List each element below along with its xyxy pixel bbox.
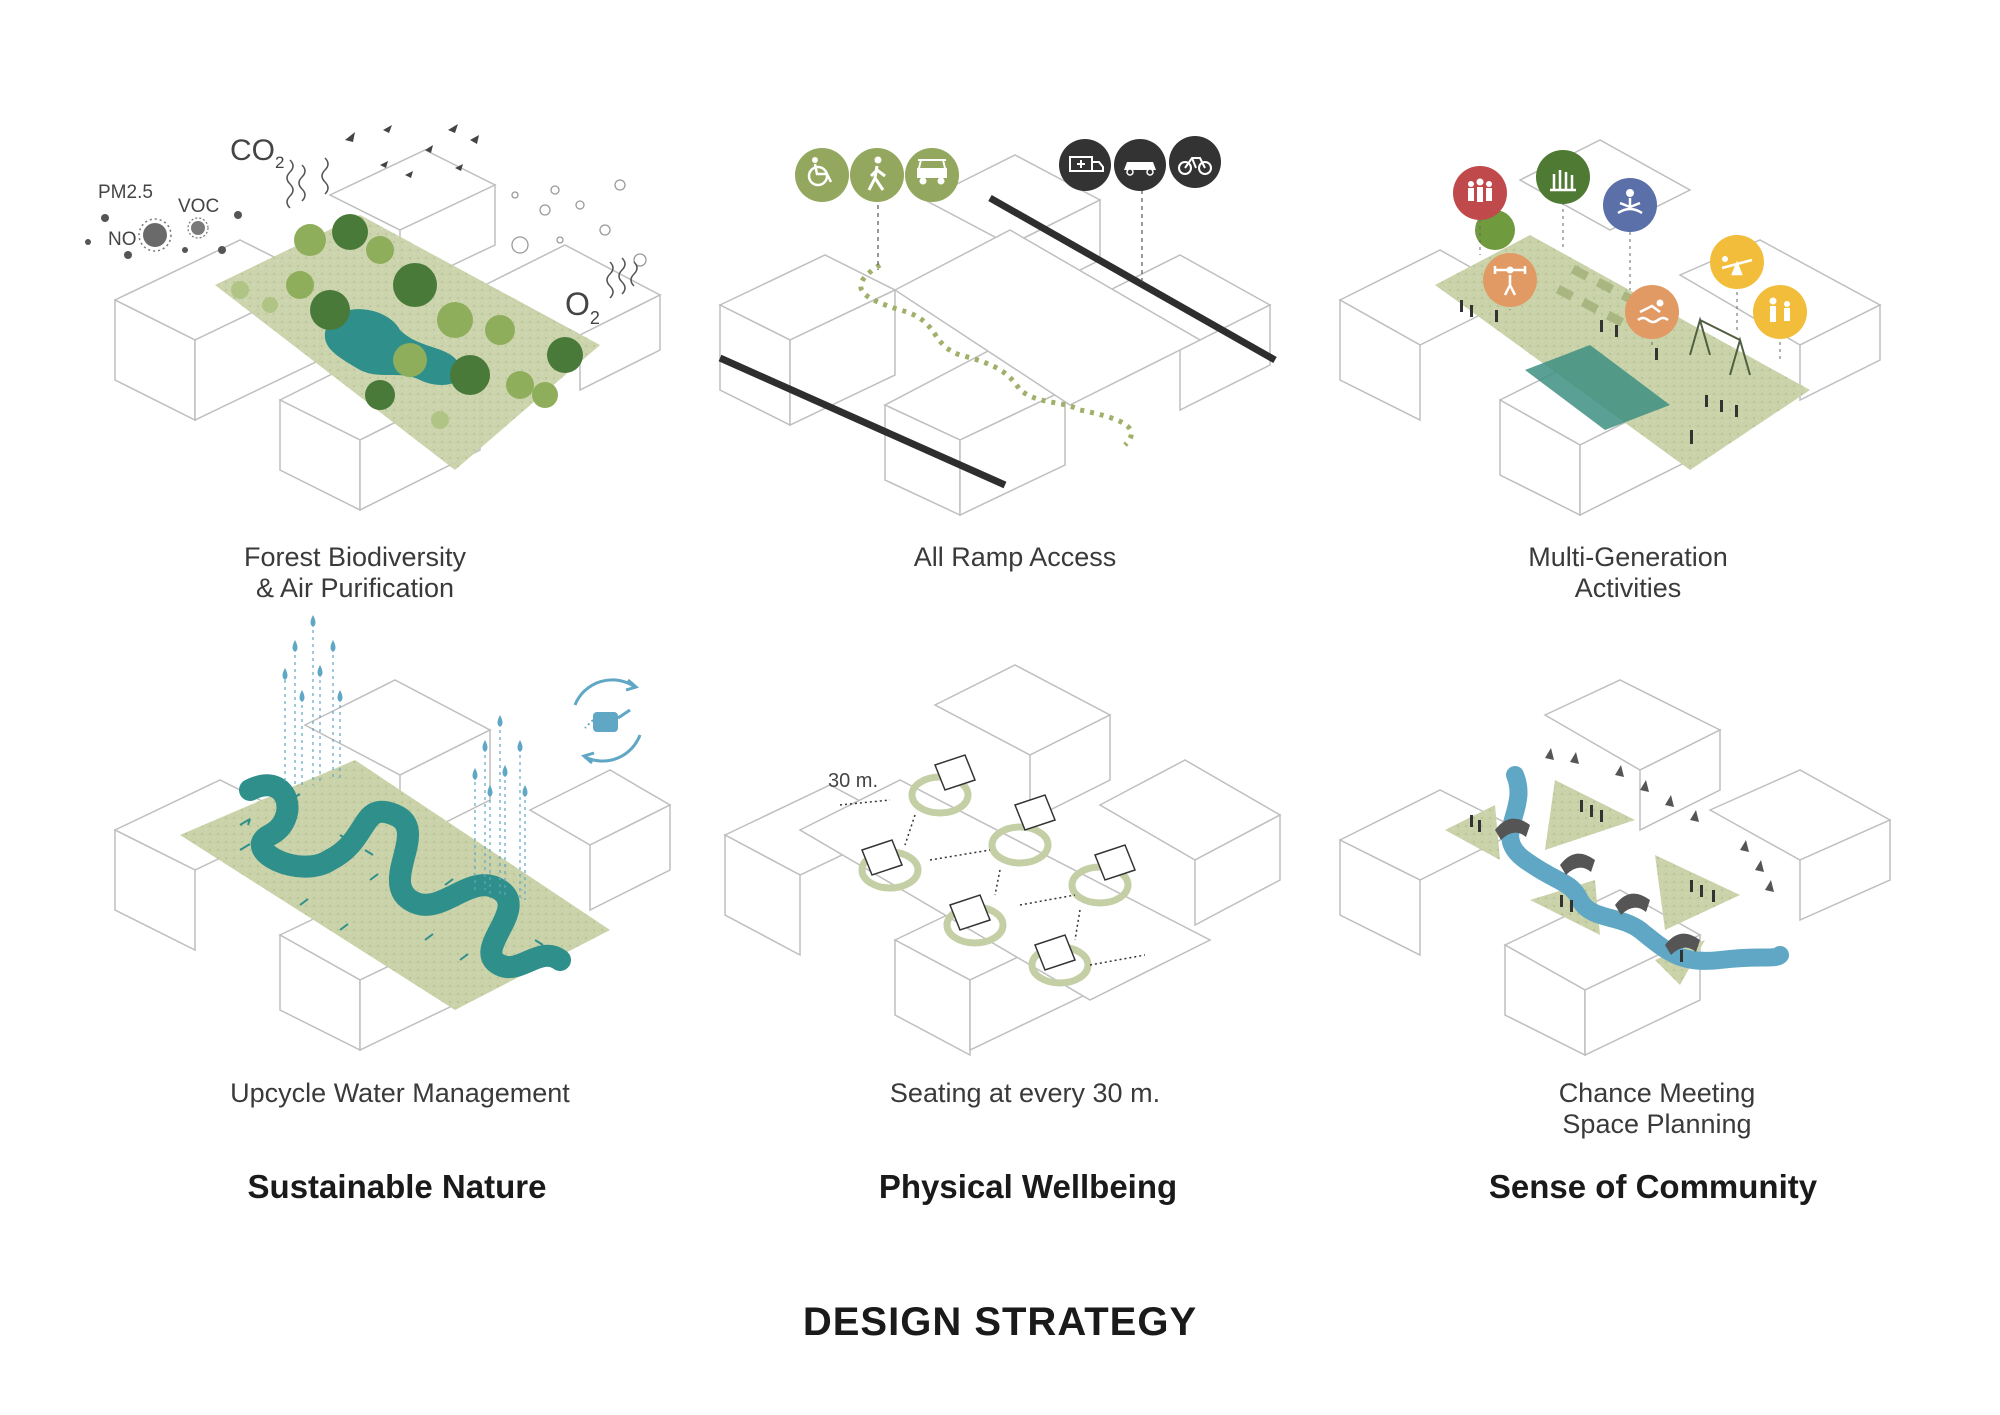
direction-ticks bbox=[1545, 748, 1774, 892]
swing-set bbox=[1689, 316, 1751, 376]
caption-ramp: All Ramp Access bbox=[755, 542, 1275, 573]
pollutant-particles bbox=[85, 211, 242, 259]
flow-arrows bbox=[239, 793, 544, 961]
caption-activities-line2: Activities bbox=[1574, 573, 1682, 603]
co2-label: CO2 bbox=[230, 134, 284, 172]
caption-seating: Seating at every 30 m. bbox=[765, 1078, 1285, 1109]
pedestrian-icon bbox=[850, 148, 904, 202]
o2-label: O2 bbox=[565, 286, 600, 328]
ambulance-icon bbox=[1059, 139, 1111, 191]
forest-pond bbox=[324, 309, 462, 385]
caption-activities-line1: Multi-Generation bbox=[1528, 542, 1728, 572]
caption-meeting: Chance Meeting Space Planning bbox=[1397, 1078, 1917, 1140]
river bbox=[239, 774, 571, 978]
ramp-path bbox=[858, 262, 1134, 447]
golf-cart-icon bbox=[905, 148, 959, 202]
pm25-label: PM2.5 bbox=[98, 182, 153, 203]
swimming-icon bbox=[1625, 285, 1679, 339]
oxygen-bubbles bbox=[511, 179, 647, 267]
emission-squiggles bbox=[286, 157, 638, 299]
meeting-panel bbox=[1338, 679, 1892, 1057]
caption-meeting-line2: Space Planning bbox=[1562, 1109, 1752, 1139]
rain-lines bbox=[284, 630, 526, 900]
bird-icons bbox=[345, 124, 479, 178]
wheelchair-icon bbox=[795, 148, 849, 202]
caption-forest-line2: & Air Purification bbox=[255, 573, 455, 603]
forest-trees bbox=[231, 214, 583, 429]
water-panel bbox=[113, 615, 672, 1052]
caption-ramp-line1: All Ramp Access bbox=[913, 542, 1117, 572]
voc-label: VOC bbox=[178, 196, 219, 217]
caption-seating-line1: Seating at every 30 m. bbox=[889, 1078, 1161, 1108]
caption-water-line1: Upcycle Water Management bbox=[230, 1078, 570, 1108]
rain-drops bbox=[282, 615, 528, 797]
ramp-panel bbox=[718, 136, 1277, 517]
vehicle-icons bbox=[1059, 136, 1221, 191]
distance-markers bbox=[839, 799, 1146, 966]
caption-forest-line1: Forest Biodiversity bbox=[243, 542, 467, 572]
road-line bbox=[988, 194, 1277, 364]
no-label: NO bbox=[108, 229, 137, 250]
people-figures bbox=[1470, 800, 1715, 962]
ramp-access-icons bbox=[795, 148, 959, 202]
meeting-path bbox=[1501, 766, 1789, 970]
bench-icons bbox=[861, 754, 1136, 971]
activities-panel bbox=[1338, 139, 1882, 517]
caption-meeting-line1: Chance Meeting bbox=[1558, 1078, 1756, 1108]
group-title-community: Sense of Community bbox=[1488, 1168, 1818, 1205]
recycle-watering-icon bbox=[573, 678, 642, 765]
group-title-nature: Sustainable Nature bbox=[247, 1168, 547, 1205]
caption-activities: Multi-Generation Activities bbox=[1368, 542, 1888, 604]
people-figures bbox=[1460, 300, 1738, 444]
caption-water: Upcycle Water Management bbox=[140, 1078, 660, 1109]
car-icon bbox=[1114, 139, 1166, 191]
family-icon bbox=[1453, 166, 1507, 220]
children-icon bbox=[1753, 285, 1807, 339]
seating-panel: 30 m. bbox=[723, 664, 1282, 1057]
meditation-icon bbox=[1603, 178, 1657, 232]
building-blocks bbox=[718, 154, 1272, 517]
group-title-wellbeing: Physical Wellbeing bbox=[878, 1168, 1178, 1205]
road-line bbox=[718, 354, 1007, 489]
swimming-pool bbox=[1525, 345, 1670, 430]
distance-label: 30 m. bbox=[828, 770, 878, 792]
seesaw-icon bbox=[1710, 235, 1764, 289]
activity-icons bbox=[1453, 150, 1807, 339]
building-blocks bbox=[1338, 679, 1892, 1057]
bicycle-icon bbox=[1169, 136, 1221, 188]
main-title: DESIGN STRATEGY bbox=[802, 1300, 1198, 1344]
fitness-icon bbox=[1483, 253, 1537, 307]
path-gates bbox=[1495, 818, 1700, 955]
garden-icon bbox=[1536, 150, 1590, 204]
forest-panel: CO2 PM2.5 VOC NO O2 bbox=[85, 124, 662, 512]
caption-forest: Forest Biodiversity & Air Purification bbox=[95, 542, 615, 604]
